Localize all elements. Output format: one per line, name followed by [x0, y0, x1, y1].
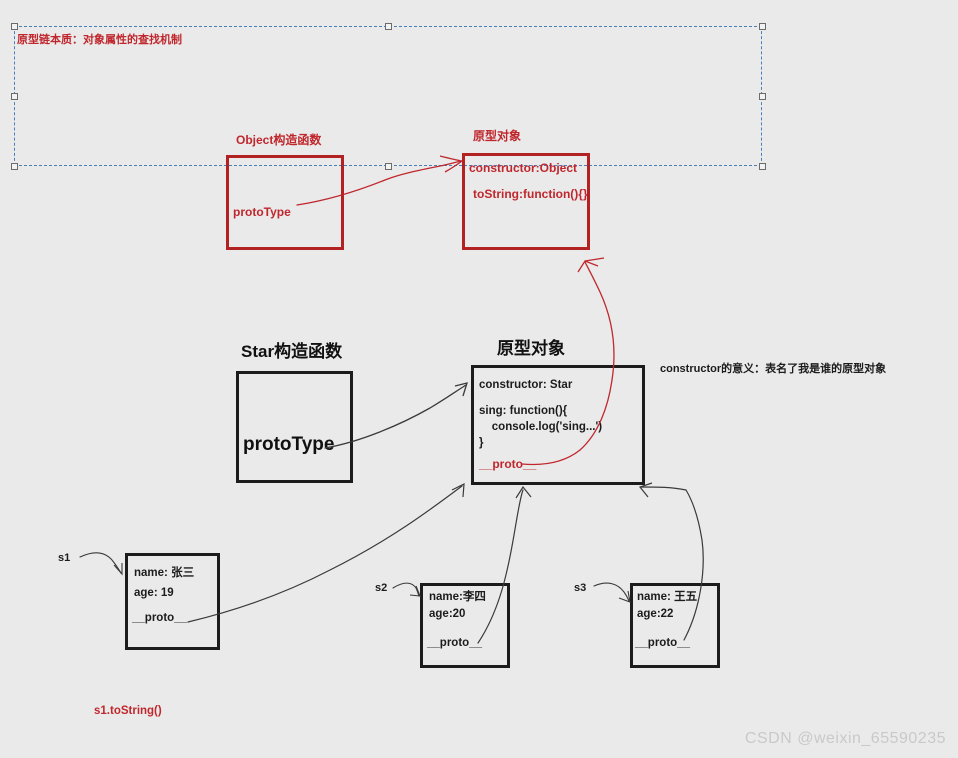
- instance-s3-age: age:22: [637, 608, 674, 620]
- instance-s1-proto: __proto__: [132, 612, 187, 624]
- star-prototype-line-constructor: constructor: Star: [479, 379, 573, 391]
- star-prototype-line-consolelog: console.log('sing...'): [479, 421, 603, 433]
- object-constructor-prototype-field: protoType: [233, 205, 291, 219]
- star-constructor-header: Star构造函数: [241, 342, 343, 361]
- object-constructor-box[interactable]: [226, 155, 344, 250]
- selection-handle-middle-right[interactable]: [759, 93, 766, 100]
- pointer-s1-label: [79, 552, 123, 576]
- object-constructor-header: Object构造函数: [236, 133, 322, 147]
- instance-s2-name: name:李四: [429, 591, 486, 603]
- instance-label-s2: s2: [375, 582, 388, 594]
- pointer-s2-label: [392, 582, 421, 597]
- object-prototype-line-constructor: constructor:Object: [469, 161, 578, 175]
- instance-s3-proto: __proto__: [635, 637, 690, 649]
- star-constructor-prototype-field: protoType: [243, 434, 335, 455]
- instance-s2-proto: __proto__: [427, 637, 482, 649]
- selection-rectangle[interactable]: [14, 26, 762, 166]
- instance-s1-name: name: 张三: [134, 567, 195, 579]
- instance-s2-age: age:20: [429, 608, 466, 620]
- instance-s1-age: age: 19: [134, 587, 174, 599]
- star-constructor-box[interactable]: [236, 371, 353, 483]
- footer-note: s1.toString(): [94, 705, 162, 717]
- selection-handle-bottom-left[interactable]: [11, 163, 18, 170]
- object-prototype-line-tostring: toString:function(){}: [473, 187, 588, 201]
- selection-handle-bottom-right[interactable]: [759, 163, 766, 170]
- selection-handle-middle-left[interactable]: [11, 93, 18, 100]
- diagram-title: 原型链本质：对象属性的查找机制: [17, 34, 182, 46]
- instance-s3-name: name: 王五: [637, 591, 698, 603]
- selection-handle-top-right[interactable]: [759, 23, 766, 30]
- selection-handle-bottom-center[interactable]: [385, 163, 392, 170]
- object-prototype-box[interactable]: [462, 153, 590, 250]
- instance-label-s1: s1: [58, 552, 71, 564]
- constructor-meaning-annotation: constructor的意义：表名了我是谁的原型对象: [660, 363, 887, 375]
- instance-label-s3: s3: [574, 582, 587, 594]
- star-prototype-proto-field: __proto__: [479, 457, 537, 471]
- star-prototype-line-closebrace: }: [479, 437, 484, 449]
- csdn-watermark: CSDN @weixin_65590235: [744, 730, 946, 747]
- object-prototype-header: 原型对象: [473, 129, 522, 143]
- selection-handle-top-left[interactable]: [11, 23, 18, 30]
- selection-handle-top-center[interactable]: [385, 23, 392, 30]
- pointer-s3-label: [593, 582, 631, 603]
- instance-box-s3[interactable]: [630, 583, 720, 668]
- star-prototype-line-sing: sing: function(){: [479, 405, 568, 417]
- star-prototype-header: 原型对象: [497, 339, 565, 358]
